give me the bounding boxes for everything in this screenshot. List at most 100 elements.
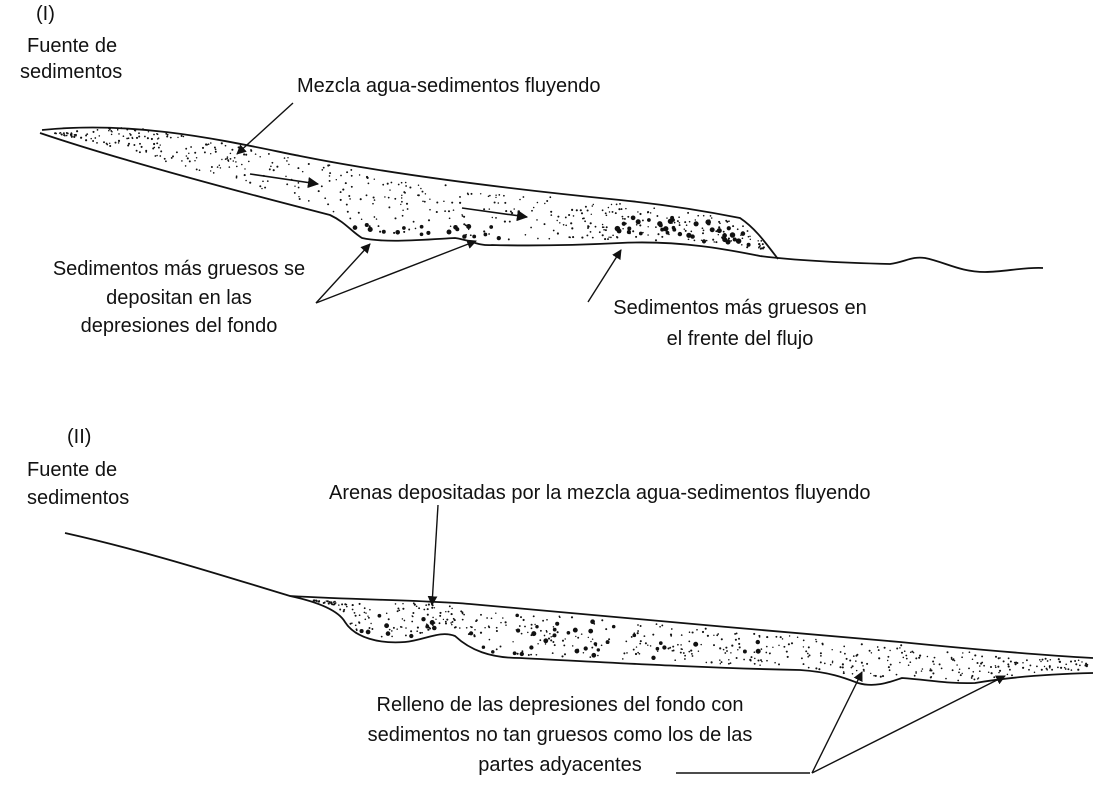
fine-sediment-dot	[759, 248, 762, 250]
fine-sediment-dot	[85, 134, 88, 137]
fine-sediment-dot	[354, 624, 357, 627]
fine-sediment-dot	[701, 232, 705, 235]
fine-sediment-dot	[435, 618, 437, 621]
fine-sediment-dot	[405, 202, 409, 205]
fine-sediment-dot	[509, 210, 512, 213]
fine-sediment-dot	[147, 131, 150, 133]
fine-sediment-dot	[820, 655, 822, 657]
coarse-sediment-dot	[531, 631, 537, 637]
fine-sediment-dot	[537, 237, 539, 240]
fine-sediment-dot	[400, 203, 402, 206]
fine-sediment-dot	[691, 631, 694, 634]
fine-sediment-dot	[647, 226, 649, 228]
fine-sediment-dot	[639, 642, 642, 645]
fine-sediment-dot	[1085, 665, 1088, 668]
fine-sediment-dot	[358, 174, 361, 176]
fine-sediment-dot	[301, 170, 304, 173]
fine-sediment-dot	[182, 135, 185, 138]
fine-sediment-dot	[221, 158, 223, 161]
fine-sediment-dot	[1022, 666, 1025, 669]
fine-sediment-dot	[359, 198, 362, 201]
panel-1-flow-top-line	[41, 126, 779, 260]
fine-sediment-dot	[887, 666, 890, 669]
fine-sediment-dot	[201, 146, 205, 149]
coarse-sediment-dot	[462, 234, 467, 239]
fine-sediment-dot	[433, 607, 436, 609]
fine-sediment-dot	[626, 652, 628, 654]
fine-sediment-dot	[860, 643, 863, 646]
fine-sediment-dot	[639, 625, 642, 627]
fine-sediment-dot	[530, 226, 532, 229]
fine-sediment-dot	[678, 222, 681, 224]
panel-1-source-label-line-1: Fuente de	[27, 35, 118, 57]
fine-sediment-dot	[680, 644, 682, 646]
fine-sediment-dot	[881, 675, 885, 678]
fine-sediment-dot	[604, 212, 607, 215]
coarse-sediment-dot	[701, 239, 707, 244]
fine-sediment-dot	[429, 208, 431, 211]
fine-sediment-dot	[508, 220, 511, 223]
coarse-sediment-dot	[591, 652, 597, 658]
coarse-sediment-dot	[746, 242, 751, 247]
fine-sediment-dot	[556, 219, 558, 222]
fine-sediment-dot	[719, 662, 722, 665]
fine-sediment-dot	[716, 634, 719, 637]
fine-sediment-dot	[765, 645, 768, 648]
fine-sediment-dot	[724, 652, 727, 654]
coarse-sediment-dot	[352, 225, 358, 230]
fine-sediment-dot	[194, 151, 197, 154]
fine-sediment-dot	[59, 131, 62, 134]
fine-sediment-dot	[608, 638, 611, 641]
fine-sediment-dot	[610, 203, 613, 206]
fine-sediment-dot	[396, 610, 399, 613]
fine-sediment-dot	[962, 652, 964, 654]
fine-sediment-dot	[1077, 659, 1080, 662]
coarse-sediment-dot	[515, 613, 519, 618]
fine-sediment-dot	[357, 211, 360, 214]
fine-sediment-dot	[802, 646, 805, 648]
fine-sediment-dot	[539, 629, 542, 632]
fine-sediment-dot	[154, 155, 157, 157]
fine-sediment-dot	[580, 633, 583, 635]
fine-sediment-dot	[542, 619, 545, 622]
fine-sediment-dot	[786, 655, 789, 658]
coarse-sediment-dot	[686, 232, 692, 238]
fine-sediment-dot	[1008, 668, 1011, 671]
fine-sediment-dot	[655, 623, 658, 625]
fine-sediment-dot	[684, 654, 687, 657]
fine-sediment-dot	[1007, 665, 1010, 668]
fine-sediment-dot	[831, 648, 833, 651]
fine-sediment-dot	[670, 628, 673, 630]
fine-sediment-dot	[603, 228, 605, 231]
fine-sediment-dot	[760, 648, 763, 650]
fine-sediment-dot	[900, 644, 903, 647]
fine-sediment-dot	[547, 637, 551, 640]
fine-sediment-dot	[522, 618, 525, 622]
fine-sediment-dot	[160, 150, 163, 153]
fine-sediment-dot	[883, 646, 886, 649]
fine-sediment-dot	[444, 210, 447, 213]
fine-sediment-dot	[393, 231, 396, 234]
fine-sediment-dot	[572, 236, 575, 239]
fine-sediment-dot	[451, 620, 454, 623]
fine-sediment-dot	[235, 176, 238, 179]
fine-sediment-dot	[386, 182, 389, 185]
fine-sediment-dot	[426, 613, 429, 616]
fine-sediment-dot	[905, 654, 908, 657]
fine-sediment-dot	[247, 160, 250, 163]
fine-sediment-dot	[868, 649, 871, 652]
fine-sediment-dot	[1074, 660, 1077, 662]
panel-1-front-pointer	[587, 249, 622, 303]
panel-2-fill-label-line-3: partes adyacentes	[478, 754, 642, 776]
fine-sediment-dot	[320, 185, 323, 188]
coarse-sediment-dot	[590, 619, 595, 625]
fine-sediment-dot	[216, 166, 219, 168]
fine-sediment-dot	[1051, 668, 1054, 671]
fine-sediment-dot	[266, 180, 269, 182]
fine-sediment-dot	[297, 167, 300, 170]
fine-sediment-dot	[349, 622, 352, 625]
fine-sediment-dot	[367, 615, 369, 617]
fine-sediment-dot	[156, 142, 159, 145]
fine-sediment-dot	[350, 185, 353, 188]
fine-sediment-dot	[718, 220, 721, 223]
